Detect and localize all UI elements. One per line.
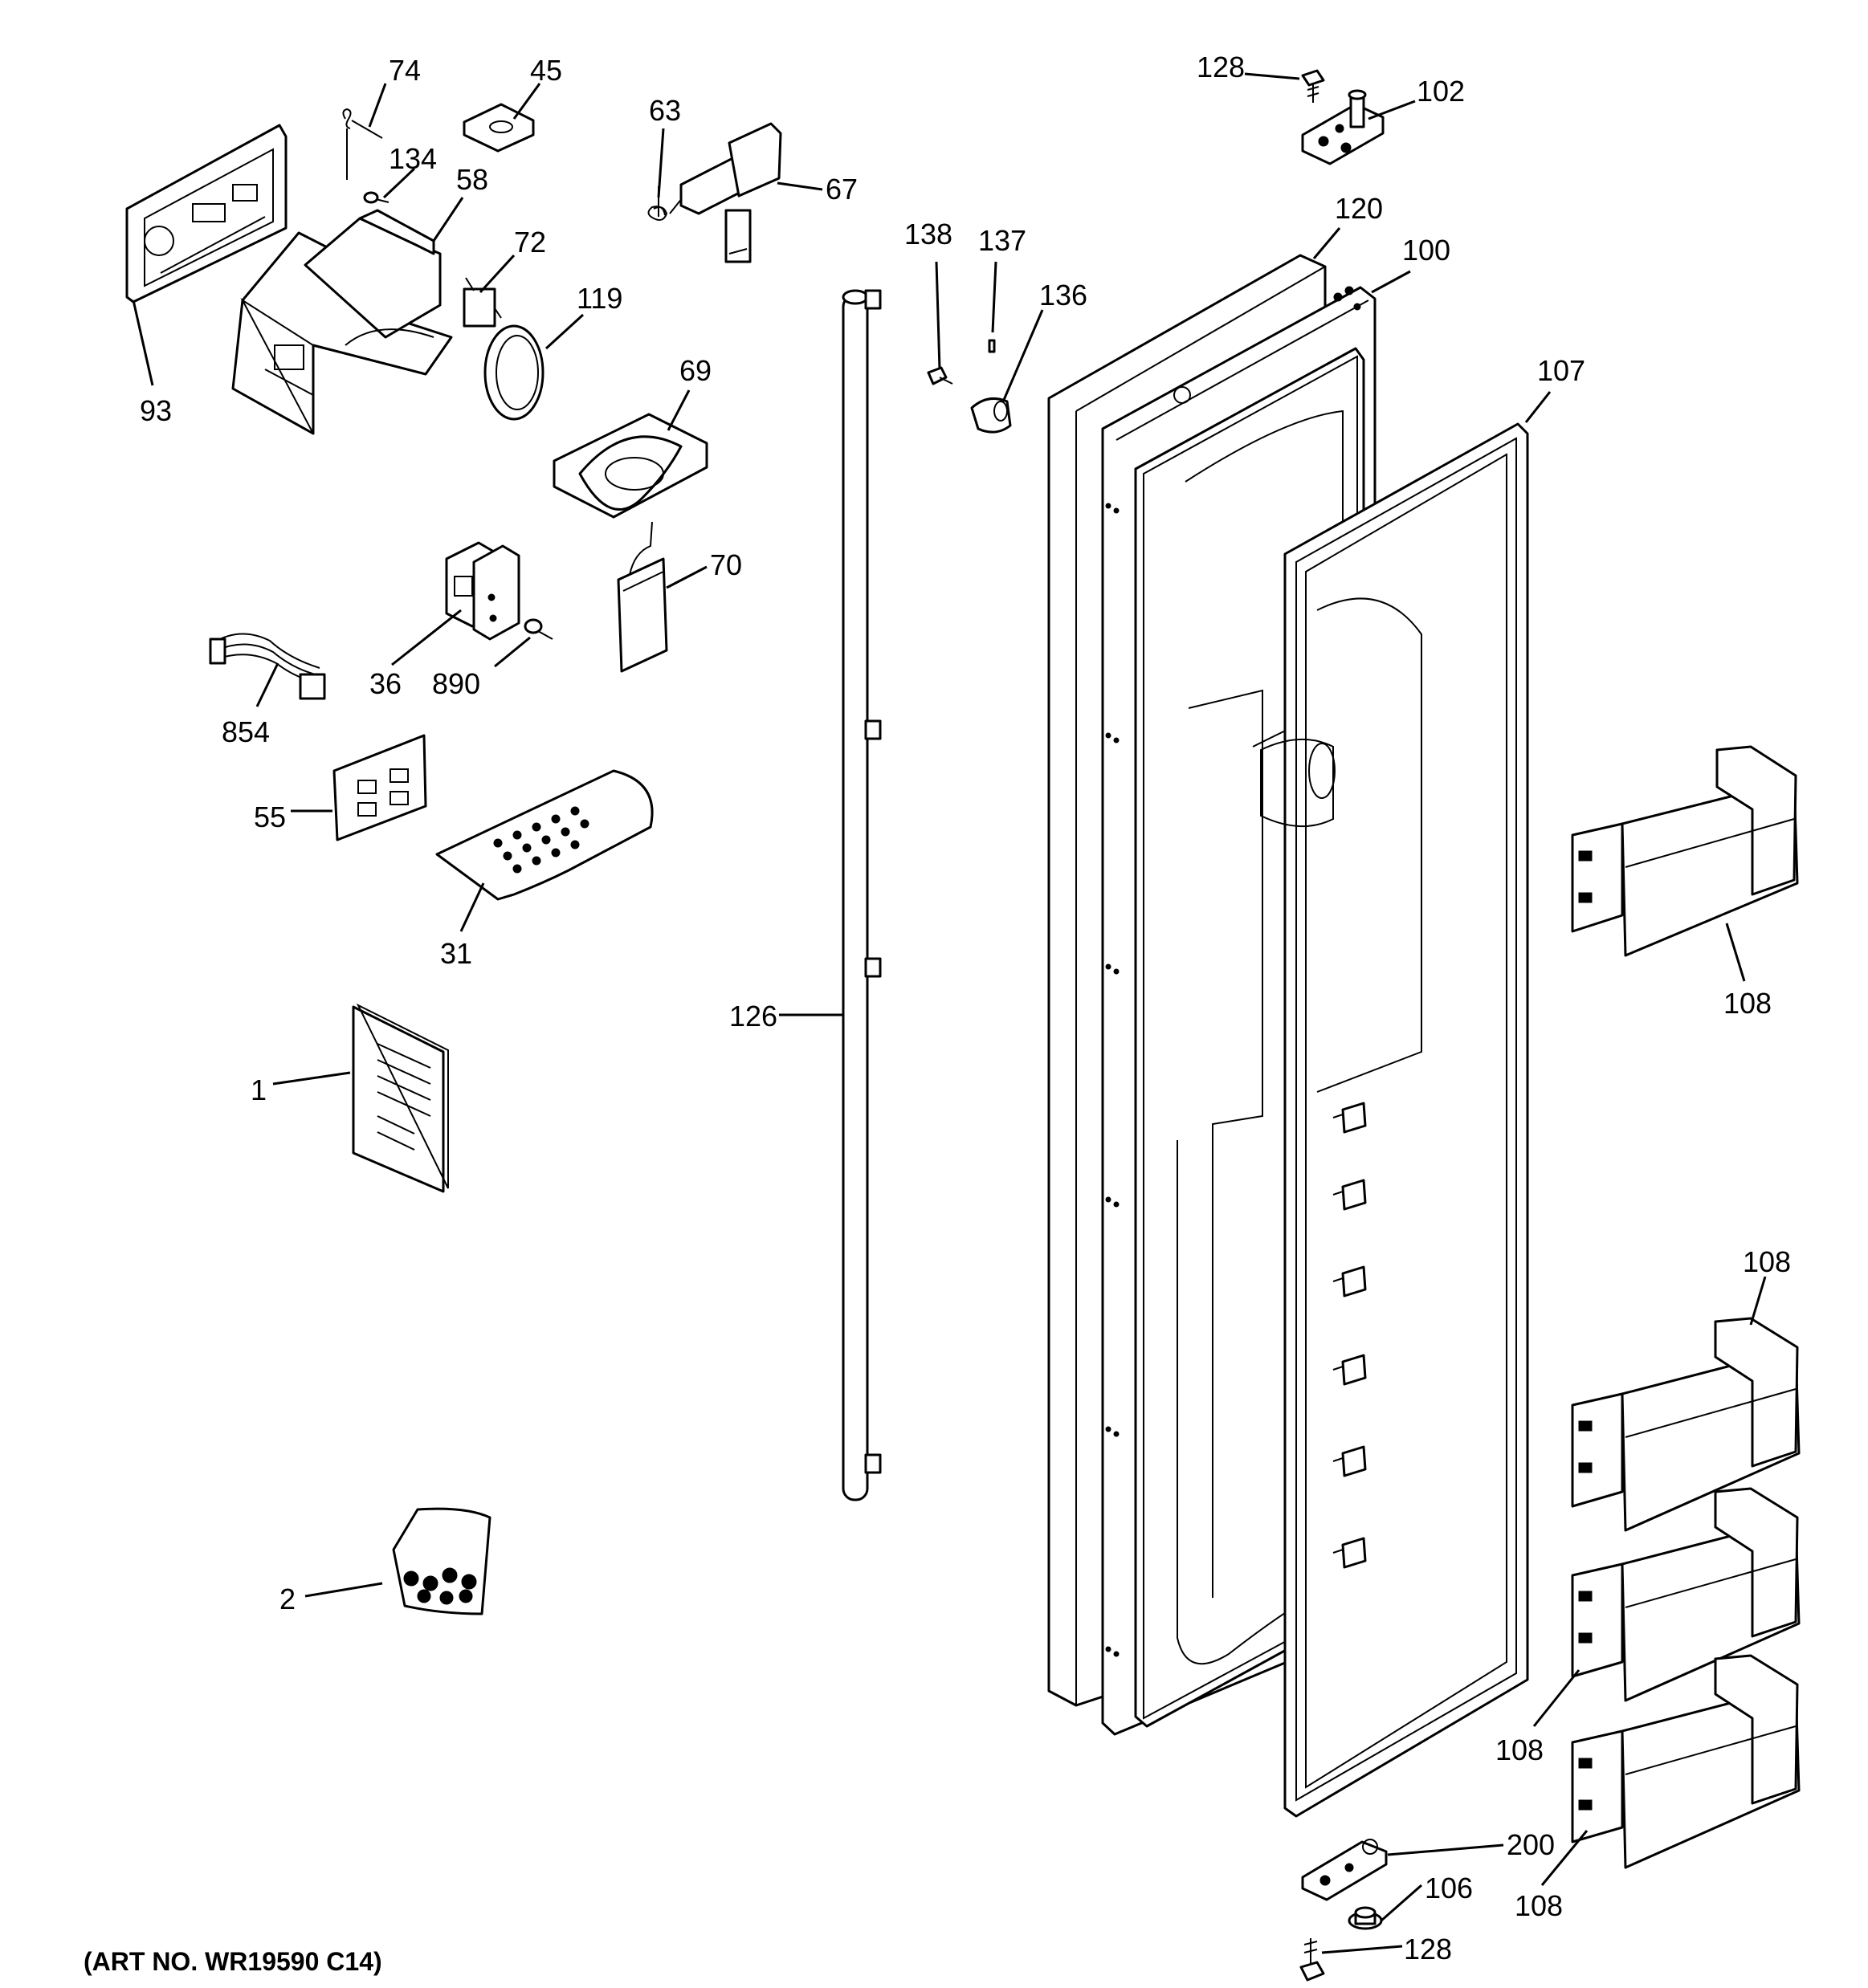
spring-74[interactable] [342,108,383,180]
callout-108-b: 108 [1743,1245,1791,1278]
door-bin-108-upper[interactable] [1571,745,1799,957]
screw-138[interactable] [927,366,953,385]
callout-854: 854 [222,715,270,748]
hardware-bag-2[interactable] [392,1507,491,1615]
door-bin-108-c[interactable] [1571,1654,1801,1869]
callout-2: 2 [279,1583,296,1615]
leader-lines [132,72,1767,1954]
callout-69: 69 [679,354,712,387]
callout-93: 93 [140,394,172,427]
callout-102: 102 [1417,75,1465,108]
hinge-screw-128-bottom[interactable] [1299,1938,1325,1982]
hinge-screw-128-top[interactable] [1301,69,1325,103]
top-hinge-102[interactable] [1301,89,1385,165]
callout-128-bottom: 128 [1404,1933,1452,1966]
door-gasket-107[interactable] [1260,422,1529,1818]
pin-137[interactable] [988,339,996,353]
callout-120: 120 [1335,192,1383,225]
callout-126: 126 [729,1000,777,1033]
callout-labels: 74 45 63 67 128 102 134 58 72 119 93 69 … [140,51,1791,1966]
door-shelf-clips [1332,1102,1367,1569]
callout-106: 106 [1425,1872,1473,1904]
callout-31: 31 [440,937,472,970]
callout-108-upper: 108 [1723,987,1772,1020]
bushing-136[interactable] [970,397,1012,434]
dispenser-housing-58[interactable] [231,217,453,435]
manual-1[interactable] [352,1003,449,1193]
callout-63: 63 [649,94,681,127]
spring-63[interactable] [647,186,683,221]
callout-107: 107 [1537,354,1585,387]
callout-108-d: 108 [1515,1889,1563,1922]
art-number: (ART NO. WR19590 C14) [84,1947,382,1976]
callout-74: 74 [389,54,421,87]
control-board-93[interactable] [125,124,288,303]
bracket-36[interactable] [445,541,520,641]
callout-58: 58 [456,163,488,196]
callout-119: 119 [577,282,622,315]
ring-119[interactable] [483,324,544,421]
callout-70: 70 [710,548,742,581]
door-bin-108-a[interactable] [1571,1317,1801,1532]
callout-136: 136 [1039,279,1087,312]
flap-70[interactable] [617,521,668,673]
bottom-hinge-200[interactable] [1301,1839,1388,1901]
callout-890: 890 [432,667,480,700]
dispenser-cover-31[interactable] [435,769,654,901]
callout-137: 137 [978,224,1026,257]
callout-1: 1 [251,1073,267,1106]
screw-134[interactable] [363,191,390,204]
door-bin-108-b[interactable] [1571,1487,1801,1702]
funnel-69[interactable] [553,413,708,519]
lever-67[interactable] [679,122,782,263]
callout-134: 134 [389,142,437,175]
callout-55: 55 [254,800,286,833]
callout-72: 72 [514,226,546,259]
callout-200: 200 [1507,1828,1555,1861]
callout-100: 100 [1402,234,1450,267]
screw-890[interactable] [524,618,553,640]
callout-36: 36 [369,667,402,700]
callout-108-c: 108 [1495,1733,1544,1766]
bushing-106[interactable] [1348,1906,1383,1930]
switch-72[interactable] [463,277,502,328]
callout-138: 138 [904,218,952,251]
handle-rod-126[interactable] [842,289,882,1501]
keypad-board-55[interactable] [332,734,427,841]
callout-67: 67 [826,173,858,206]
bracket-45[interactable] [463,103,535,153]
callout-128-top: 128 [1197,51,1245,84]
mounting-bracket-58[interactable] [358,209,435,255]
wire-harness-854[interactable] [209,633,326,700]
callout-45: 45 [530,54,562,87]
